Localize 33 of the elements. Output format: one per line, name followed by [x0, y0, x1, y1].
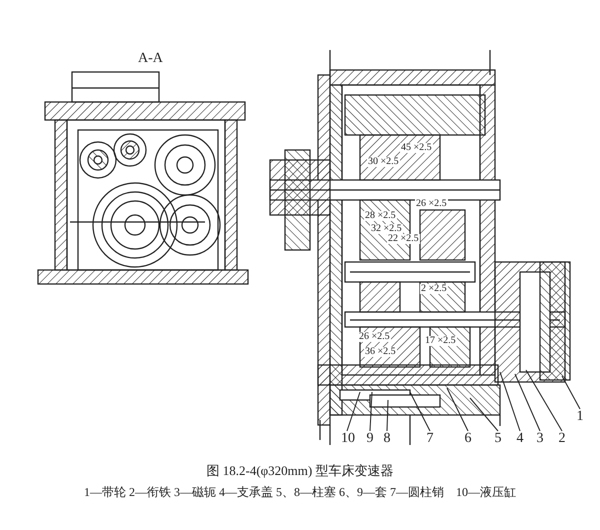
callout-number: 5: [492, 432, 504, 446]
leader-line: [562, 376, 580, 410]
callout-number: 4: [514, 432, 526, 446]
gear-label: 30 ×2.5: [367, 157, 400, 167]
leader-line: [500, 372, 520, 432]
gear-label: 28 ×2.5: [364, 211, 397, 221]
callout-number: 8: [381, 432, 393, 446]
leader-line: [514, 374, 540, 432]
leader-line: [346, 392, 360, 432]
leader-line: [470, 398, 498, 432]
callout-number: 1: [574, 410, 586, 424]
leader-line: [370, 392, 372, 432]
gear-label: 36 ×2.5: [364, 347, 397, 357]
callout-number: 10: [341, 432, 353, 446]
gear-label: 26 ×2.5: [358, 332, 391, 342]
gear-label: 2 ×2.5: [420, 284, 448, 294]
leader-line: [526, 370, 562, 432]
gear-label: 22 ×2.5: [387, 234, 420, 244]
callout-number: 3: [534, 432, 546, 446]
gear-label: 45 ×2.5: [400, 143, 433, 153]
leader-line: [446, 388, 468, 432]
leader-line: [386, 400, 388, 432]
leader-line: [410, 392, 430, 432]
gear-label: 17 ×2.5: [424, 336, 457, 346]
figure-title: 图 18.2-4(φ320mm) 型车床变速器: [206, 464, 394, 477]
view-label: A-A: [138, 52, 163, 66]
callout-number: 6: [462, 432, 474, 446]
callout-number: 2: [556, 432, 568, 446]
callout-number: 7: [424, 432, 436, 446]
figure-caption: 1—带轮 2—衔铁 3—磁轭 4—支承盖 5、8—柱塞 6、9—套 7—圆柱销 10—液压缸: [83, 486, 517, 498]
gear-label: 32 ×2.5: [370, 224, 403, 234]
gear-label: 26 ×2.5: [415, 199, 448, 209]
callout-number: 9: [364, 432, 376, 446]
